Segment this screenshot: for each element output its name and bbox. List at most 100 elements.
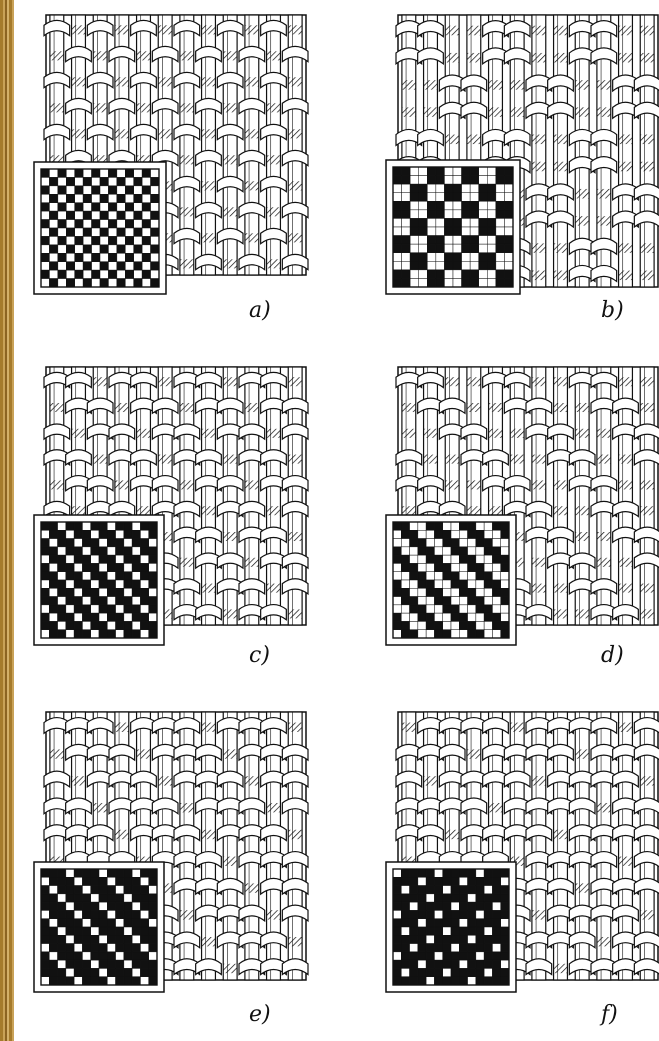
diagram-cell	[453, 236, 462, 245]
diagram-cell	[58, 522, 66, 530]
diagram-cell	[476, 597, 484, 605]
diagram-cell	[140, 886, 148, 894]
diagram-cell	[125, 228, 133, 236]
diagram-cell	[58, 547, 66, 555]
diagram-cell	[484, 530, 492, 538]
diagram-cell	[132, 910, 140, 918]
diagram-cell	[49, 927, 57, 935]
diagram-cell	[459, 588, 467, 596]
diagram-cell	[116, 563, 124, 571]
diagram-cell	[484, 613, 492, 621]
diagram-cell	[75, 270, 83, 278]
diagram-cell	[134, 279, 142, 287]
diagram-cell	[75, 211, 83, 219]
diagram-cell	[83, 169, 91, 177]
diagram-cell	[410, 927, 418, 935]
diagram-cell	[401, 605, 409, 613]
diagram-cell	[58, 530, 66, 538]
diagram-cell	[100, 169, 108, 177]
diagram-cell	[82, 977, 90, 985]
diagram-cell	[92, 211, 100, 219]
diagram-cell	[479, 270, 488, 279]
diagram-cell	[393, 218, 402, 227]
diagram-cell	[74, 935, 82, 943]
diagram-cell	[75, 186, 83, 194]
diagram-cell	[470, 210, 479, 219]
diagram-cell	[134, 220, 142, 228]
diagram-cell	[92, 169, 100, 177]
diagram-cell	[451, 580, 459, 588]
diagram-cell	[492, 894, 500, 902]
diagram-cell	[66, 869, 74, 877]
diagram-cell	[140, 630, 148, 638]
diagram-cell	[434, 621, 442, 629]
diagram-cell	[124, 869, 132, 877]
diagram-cell	[142, 228, 150, 236]
diagram-cell	[41, 262, 49, 270]
diagram-cell	[434, 869, 442, 877]
diagram-cell	[66, 952, 74, 960]
diagram-cell	[393, 588, 401, 596]
diagram-cell	[410, 184, 419, 193]
diagram-cell	[99, 919, 107, 927]
diagram-cell	[107, 869, 115, 877]
diagram-cell	[468, 894, 476, 902]
diagram-cell	[116, 968, 124, 976]
diagram-cell	[418, 894, 426, 902]
diagram-cell	[124, 910, 132, 918]
diagram-cell	[504, 218, 513, 227]
diagram-cell	[91, 910, 99, 918]
diagram-cell	[410, 935, 418, 943]
diagram-cell	[49, 630, 57, 638]
diagram-cell	[501, 588, 509, 596]
diagram-cell	[436, 176, 445, 185]
diagram-cell	[41, 245, 49, 253]
diagram-cell	[401, 530, 409, 538]
diagram-cell	[92, 203, 100, 211]
diagram-cell	[92, 186, 100, 194]
diagram-cell	[492, 630, 500, 638]
diagram-cell	[434, 539, 442, 547]
diagram-cell	[410, 919, 418, 927]
diagram-cell	[393, 167, 402, 176]
diagram-cell	[91, 919, 99, 927]
diagram-cell	[66, 621, 74, 629]
diagram-cell	[41, 270, 49, 278]
diagram-cell	[459, 960, 467, 968]
diagram-cell	[434, 886, 442, 894]
diagram-cell	[149, 910, 157, 918]
diagram-cell	[82, 894, 90, 902]
diagram-cell	[496, 236, 505, 245]
diagram-cell	[49, 220, 57, 228]
diagram-cell	[504, 227, 513, 236]
diagram-cell	[100, 253, 108, 261]
diagram-cell	[132, 869, 140, 877]
diagram-cell	[49, 886, 57, 894]
diagram-cell	[41, 279, 49, 287]
diagram-cell	[468, 869, 476, 877]
diagram-cell	[427, 218, 436, 227]
diagram-cell	[66, 555, 74, 563]
diagram-cell	[66, 927, 74, 935]
diagram-cell	[426, 927, 434, 935]
diagram-cell	[410, 630, 418, 638]
diagram-cell	[66, 977, 74, 985]
diagram-cell	[41, 886, 49, 894]
diagram-cell	[443, 977, 451, 985]
diagram-cell	[92, 245, 100, 253]
diagram-cell	[82, 952, 90, 960]
diagram-cell	[41, 194, 49, 202]
diagram-cell	[66, 580, 74, 588]
diagram-cell	[99, 869, 107, 877]
diagram-cell	[100, 203, 108, 211]
diagram-cell	[92, 177, 100, 185]
diagram-cell	[444, 227, 453, 236]
diagram-cell	[410, 572, 418, 580]
weave-panel-f: f)	[386, 712, 659, 1032]
diagram-cell	[49, 572, 57, 580]
diagram-cell	[41, 186, 49, 194]
diagram-cell	[140, 555, 148, 563]
diagram-cell	[434, 977, 442, 985]
panel-label-f: f)	[601, 1004, 618, 1026]
diagram-cell	[496, 193, 505, 202]
